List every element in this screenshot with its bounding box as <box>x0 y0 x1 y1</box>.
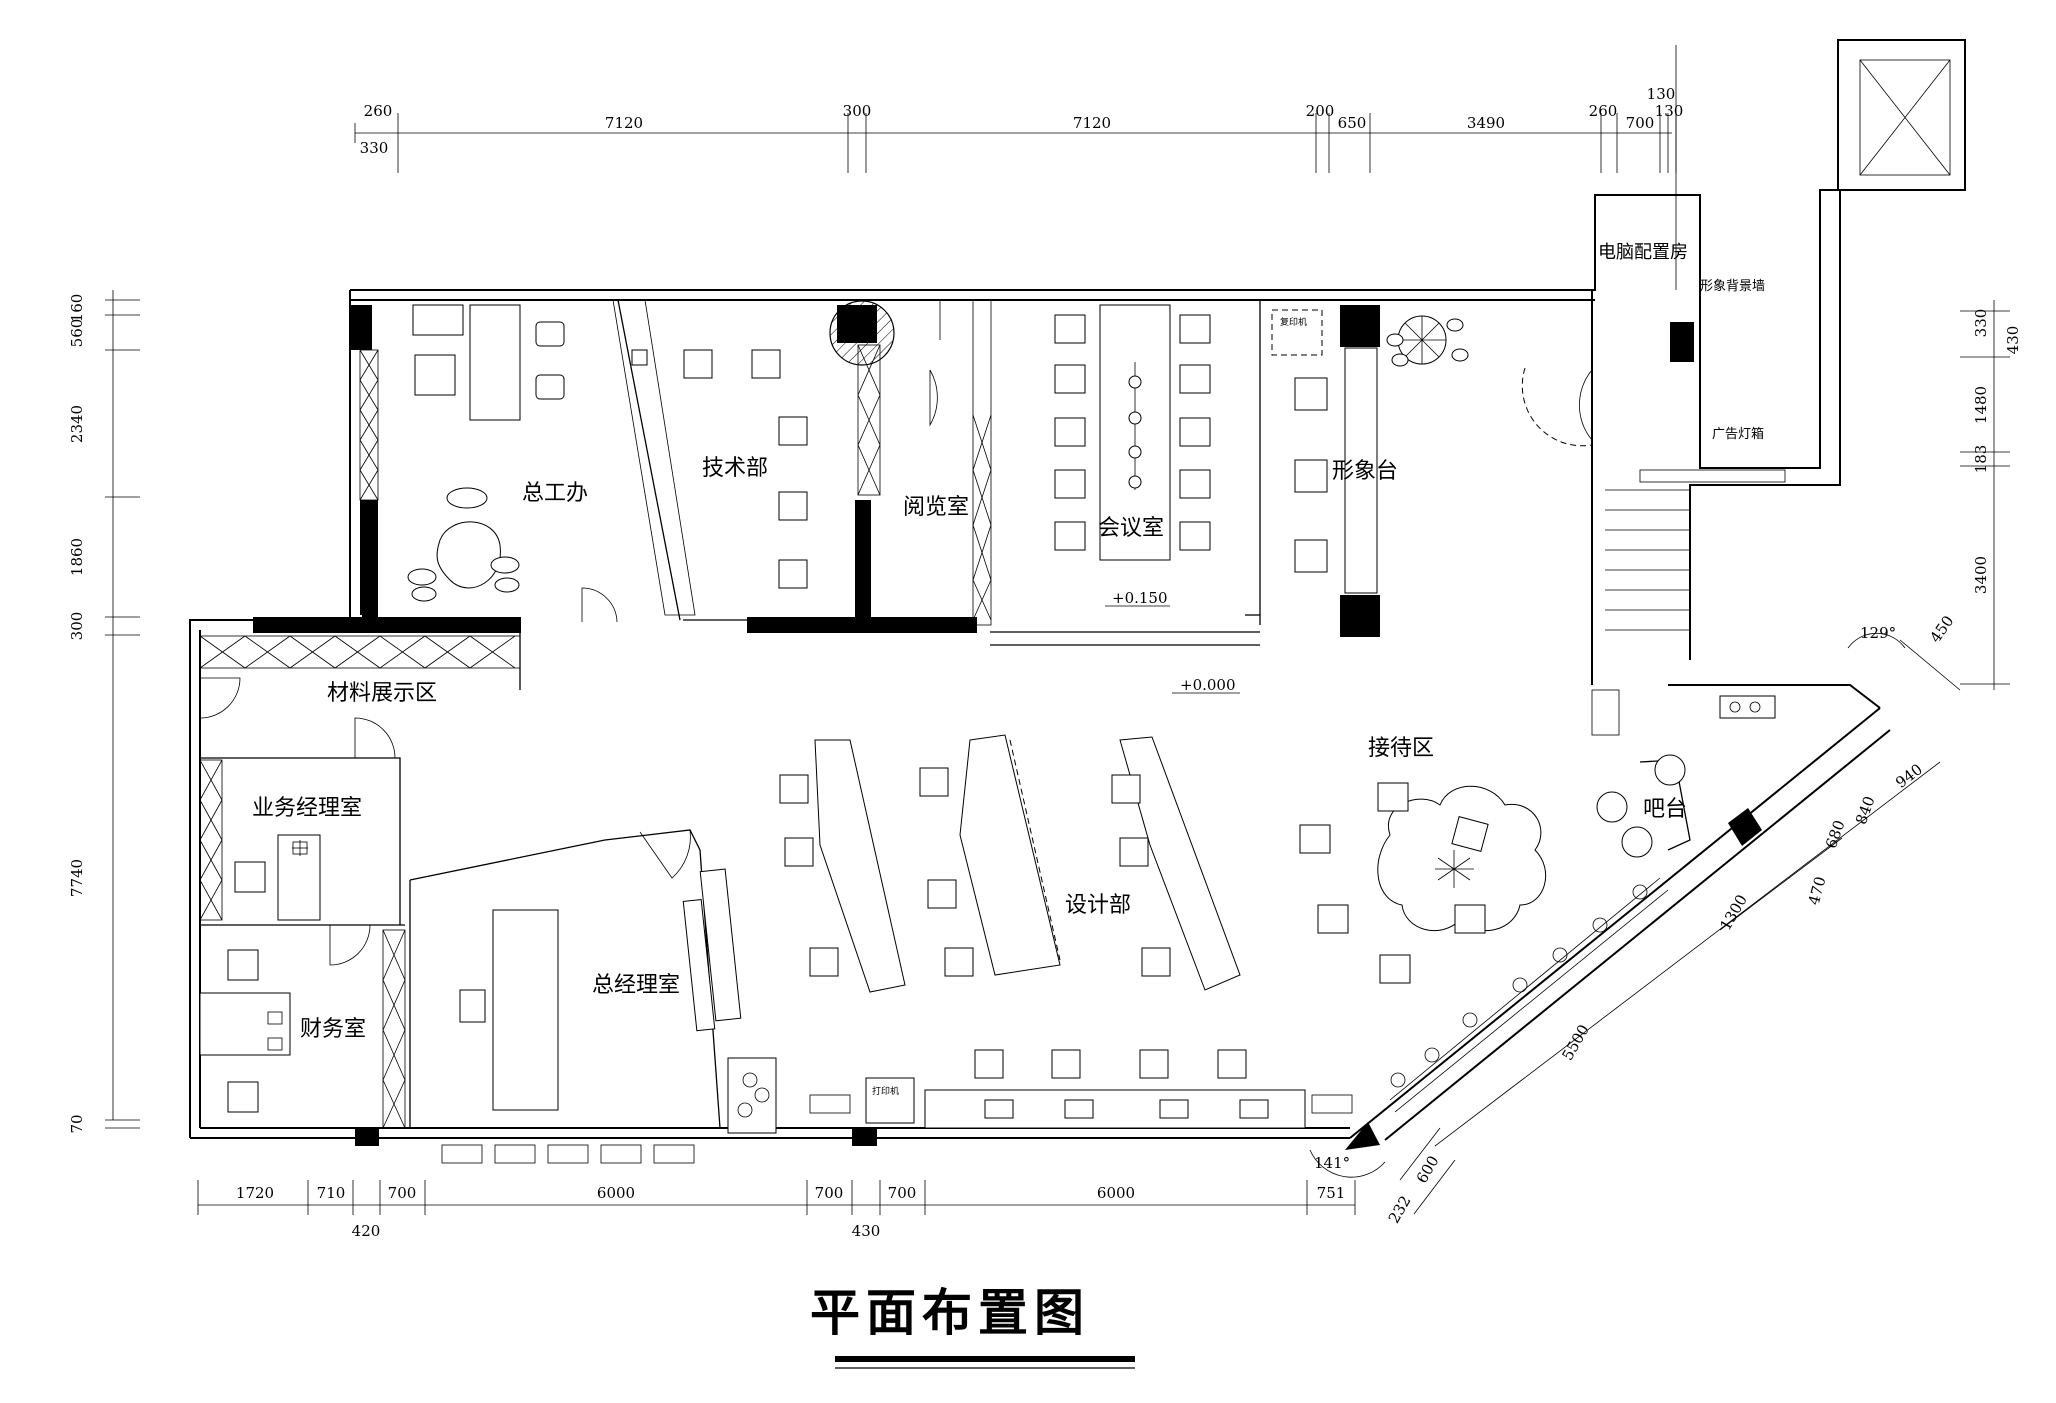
dim-left-1860: 1860 <box>68 538 86 576</box>
dim-right-450: 450 <box>1926 612 1957 646</box>
label-business-manager: 业务经理室 <box>252 796 362 821</box>
dim-diag-680: 680 <box>1822 818 1849 851</box>
dim-diag-840: 840 <box>1852 794 1879 827</box>
bottom-dimension-chain: 1720 710 700 420 6000 700 430 700 6000 7… <box>197 1127 1456 1240</box>
design-dept-desks <box>779 734 1241 993</box>
dim-top-3490: 3490 <box>1467 114 1505 132</box>
room-partitions <box>200 299 1261 1129</box>
reception-furniture <box>1299 782 1547 984</box>
label-bar: 吧台 <box>1643 797 1687 822</box>
right-dimension-chain: 330 430 1480 183 3400 450 <box>1899 300 2022 691</box>
label-design-dept: 设计部 <box>1065 893 1131 918</box>
plan-title: 平面布置图 <box>810 1283 1090 1342</box>
dim-bottom-6000a: 6000 <box>597 1184 635 1202</box>
dim-bottom-700c: 700 <box>888 1184 917 1202</box>
meeting-room-furniture <box>1054 304 1211 561</box>
top-dimension-chain: 260 330 7120 300 7120 200 650 3490 260 7… <box>354 45 1684 290</box>
dim-bottom-1720: 1720 <box>236 1184 274 1202</box>
chair <box>412 304 464 336</box>
dim-top-260b: 260 <box>1589 102 1618 120</box>
dim-top-130b: 130 <box>1655 102 1684 120</box>
label-computer-room: 电脑配置房 <box>1598 242 1688 263</box>
dim-diag-1300: 1300 <box>1716 891 1751 933</box>
dim-left-300: 300 <box>68 612 86 641</box>
dim-top-700: 700 <box>1626 114 1655 132</box>
level-marks: +0.150 +0.000 129° 141° <box>1105 589 1906 1178</box>
dim-top-7120b: 7120 <box>1073 114 1111 132</box>
angle-141: 141° <box>1314 1154 1350 1172</box>
structural-columns <box>253 305 1762 1150</box>
chief-engineer-furniture <box>407 304 565 602</box>
bottom-workstations: 打印机 <box>441 1049 1353 1164</box>
label-reception: 接待区 <box>1368 736 1434 761</box>
bar-counter <box>1596 695 1776 858</box>
image-desk-furniture: 复印机 <box>1271 309 1469 594</box>
dim-top-7120a: 7120 <box>605 114 643 132</box>
dim-top-330: 330 <box>360 139 389 157</box>
dim-bottom-751: 751 <box>1317 1184 1346 1202</box>
drawing-title: 平面布置图 <box>810 1283 1135 1369</box>
dim-bottom-420: 420 <box>352 1222 381 1240</box>
label-material-display: 材料展示区 <box>327 681 437 706</box>
label-image-desk: 形象台 <box>1332 459 1398 484</box>
dim-left-7740: 7740 <box>68 859 86 897</box>
level-lower: +0.000 <box>1180 676 1236 694</box>
dim-right-430: 430 <box>2004 326 2022 355</box>
dim-right-3400: 3400 <box>1972 556 1990 594</box>
label-finance: 财务室 <box>300 1017 366 1042</box>
label-tech-dept: 技术部 <box>702 456 768 481</box>
label-image-wall: 形象背景墙 <box>1700 279 1765 294</box>
building-walls <box>189 39 1966 1141</box>
dim-right-183: 183 <box>1972 445 1990 474</box>
dim-top-650: 650 <box>1338 114 1367 132</box>
dim-bottom-710: 710 <box>317 1184 346 1202</box>
stairs-and-elevator <box>1591 59 1951 736</box>
chair <box>414 354 456 396</box>
room-labels: 总工办 技术部 阅览室 会议室 形象台 电脑配置房 形象背景墙 广告灯箱 材料展… <box>252 242 1765 1042</box>
dim-left-560: 560 <box>68 319 86 348</box>
dim-top-260a: 260 <box>364 102 393 120</box>
tech-dept-furniture <box>631 349 808 589</box>
door-swings <box>199 367 1593 966</box>
dim-diag-470: 470 <box>1805 875 1830 907</box>
label-meeting-room: 会议室 <box>1098 516 1164 541</box>
dim-bottom-700b: 700 <box>815 1184 844 1202</box>
round-column <box>829 300 895 366</box>
dim-top-130a: 130 <box>1647 85 1676 103</box>
partition-cabinets <box>199 299 992 1129</box>
dim-diag-940: 940 <box>1892 760 1926 792</box>
dim-top-300: 300 <box>843 102 872 120</box>
dim-left-70: 70 <box>68 1114 86 1133</box>
dim-right-330: 330 <box>1972 309 1990 338</box>
dim-bottom-232: 232 <box>1385 1193 1415 1227</box>
printer-tag-2: 打印机 <box>872 1085 899 1097</box>
dim-top-200: 200 <box>1306 102 1335 120</box>
dim-right-1480: 1480 <box>1972 386 1990 424</box>
dim-bottom-6000b: 6000 <box>1097 1184 1135 1202</box>
level-upper: +0.150 <box>1112 589 1168 607</box>
dim-bottom-700a: 700 <box>388 1184 417 1202</box>
dim-left-2340: 2340 <box>68 405 86 443</box>
dim-bottom-430: 430 <box>852 1222 881 1240</box>
label-general-manager: 总经理室 <box>592 973 680 998</box>
dim-left-160: 160 <box>68 294 86 323</box>
storefront-planters <box>1389 877 1669 1113</box>
office-furniture <box>199 834 321 1113</box>
left-dimension-chain: 160 560 2340 1860 300 7740 70 <box>68 290 140 1134</box>
dim-diag-5500: 5500 <box>1558 1021 1593 1063</box>
general-manager-furniture <box>459 868 777 1134</box>
label-reading-room: 阅览室 <box>903 495 969 520</box>
label-ad-lightbox: 广告灯箱 <box>1712 426 1764 442</box>
label-chief-engineer: 总工办 <box>522 481 588 506</box>
printer-tag: 复印机 <box>1280 316 1307 328</box>
